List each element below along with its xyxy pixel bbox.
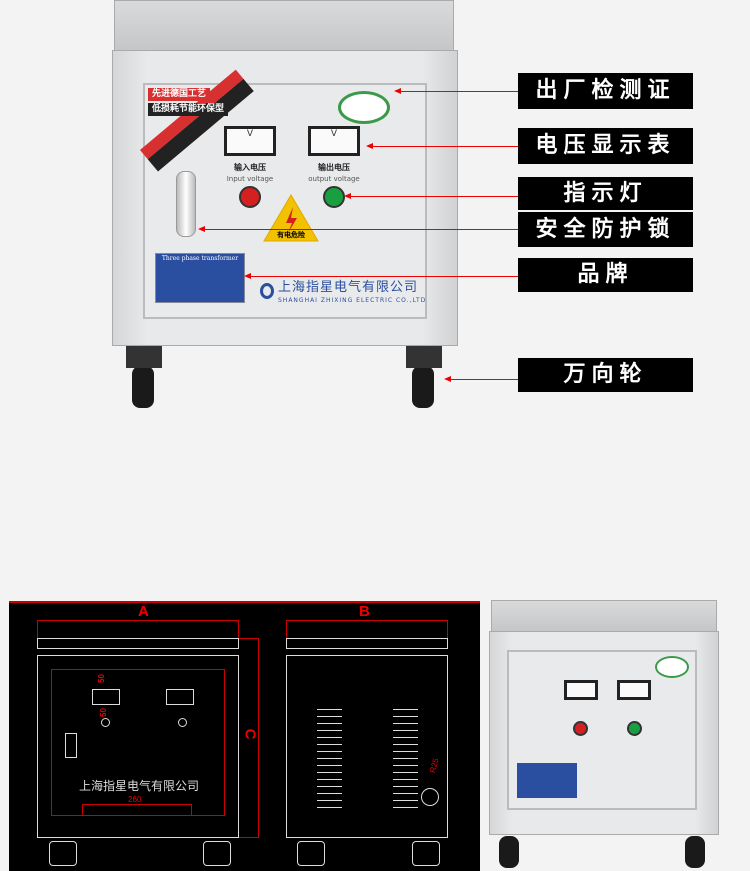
caster-outline <box>297 841 325 866</box>
indicator-cutout-right <box>178 718 187 727</box>
warning-text: 有电危险 <box>277 231 305 239</box>
dim-line-260 <box>82 804 192 815</box>
callout-caster: 万向轮 <box>518 358 693 392</box>
dim-line-a <box>37 620 239 638</box>
nameplate-title: Three phase transformer <box>161 255 239 262</box>
input-voltmeter: V <box>224 126 276 156</box>
arrow-caster <box>444 376 518 382</box>
caster-outline <box>49 841 77 866</box>
red-indicator-light <box>239 186 261 208</box>
caster-outline <box>412 841 440 866</box>
output-voltmeter-small <box>617 680 651 700</box>
company-name-cn: 上海指星电气有限公司 <box>278 280 419 295</box>
dim-50-bottom: 50 <box>98 708 108 717</box>
vent-slots-right <box>393 704 418 812</box>
banner-bottom: 低损耗节能环保型 <box>148 103 229 116</box>
dimension-drawing: A 50 50 上海指星电气有限公司 260 C B R25 <box>9 601 480 871</box>
input-voltmeter-small <box>564 680 598 700</box>
nameplate: Three phase transformer <box>155 253 245 303</box>
arrow-voltmeter <box>366 143 518 149</box>
brand-logo-icon <box>260 283 274 299</box>
dim-label-b: B <box>359 603 370 620</box>
dim-label-a: A <box>138 603 149 620</box>
dim-label-c: C <box>241 728 259 740</box>
callout-certificate: 出厂检测证 <box>518 73 693 109</box>
red-indicator-small <box>573 721 588 736</box>
callout-indicator: 指示灯 <box>518 177 693 210</box>
caster-left <box>126 346 162 410</box>
front-lid-outline <box>37 638 239 649</box>
caster-right-small <box>685 836 705 868</box>
safety-lock[interactable] <box>176 171 196 237</box>
output-voltage-en: output voltage <box>308 175 360 183</box>
dim-50-top: 50 <box>96 674 106 683</box>
input-meter-unit: V <box>227 129 273 153</box>
front-panel-outline <box>51 669 225 816</box>
output-meter-unit: V <box>311 129 357 153</box>
company-name-en: SHANGHAI ZHIXING ELECTRIC CO.,LTD <box>278 297 427 304</box>
caster-outline <box>203 841 231 866</box>
callout-brand: 品牌 <box>518 258 693 292</box>
side-body-outline <box>286 655 448 838</box>
output-voltage-label: 输出电压 <box>318 163 350 172</box>
input-voltage-label: 输入电压 <box>234 163 266 172</box>
arrow-brand <box>244 273 518 279</box>
output-voltmeter: V <box>308 126 360 156</box>
transformer-photo-small <box>487 600 720 871</box>
certificate-small <box>655 656 689 678</box>
dim-line-b <box>286 620 448 638</box>
top-cover-small <box>491 600 717 632</box>
green-indicator-light <box>323 186 345 208</box>
banner-top: 先进德国工艺 <box>148 88 211 101</box>
meter-cutout-left <box>92 689 120 705</box>
arrow-lock <box>198 226 518 232</box>
green-indicator-small <box>627 721 642 736</box>
inspection-certificate <box>338 91 390 124</box>
transformer-photo: 先进德国工艺 低损耗节能环保型 V V 输入电压 Input voltage 输… <box>108 0 468 415</box>
indicator-cutout-left <box>101 718 110 727</box>
caster-left-small <box>499 836 519 868</box>
arrow-indicator <box>344 193 518 199</box>
callout-voltmeter: 电压显示表 <box>518 128 693 164</box>
dim-line-c <box>239 638 259 838</box>
cable-hole-outline <box>421 788 439 806</box>
drawing-top-border <box>9 601 480 603</box>
lock-outline <box>65 733 77 758</box>
side-lid-outline <box>286 638 448 649</box>
meter-cutout-right <box>166 689 194 705</box>
front-body-outline <box>37 655 239 838</box>
top-cover <box>114 0 454 52</box>
caster-right <box>406 346 442 410</box>
callout-lock: 安全防护锁 <box>518 212 693 247</box>
dim-260: 260 <box>128 795 142 804</box>
input-voltage-en: Input voltage <box>226 175 274 183</box>
drawing-company-name: 上海指星电气有限公司 <box>79 779 200 793</box>
nameplate-small <box>517 763 577 798</box>
vent-slots-left <box>317 704 342 812</box>
arrow-certificate <box>394 88 518 94</box>
